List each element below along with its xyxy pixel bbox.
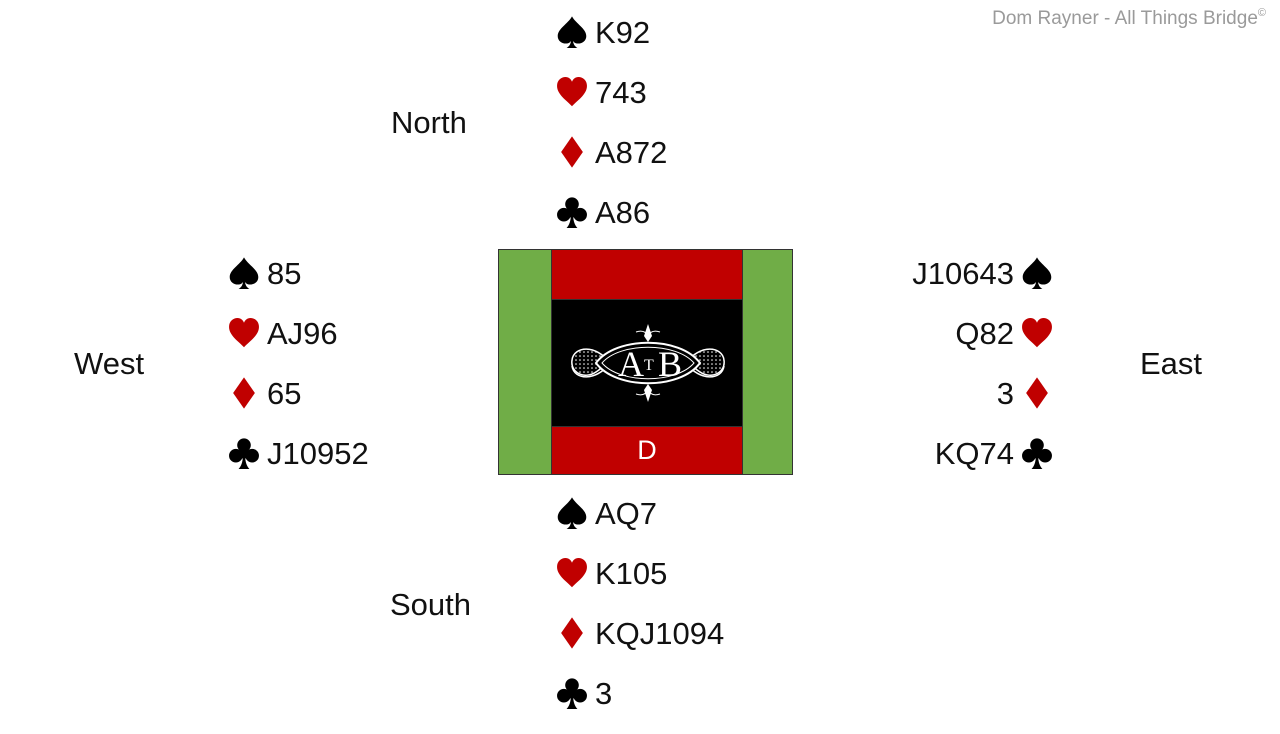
seat-label-south: South xyxy=(390,587,472,622)
diamond-icon xyxy=(1019,375,1055,411)
seat-label-west: West xyxy=(74,346,145,381)
table-logo-panel: A T B xyxy=(552,300,742,426)
suit-row-diamonds: A872 xyxy=(554,132,794,172)
diamond-icon xyxy=(226,375,262,411)
suit-row-spades: J10643 xyxy=(815,253,1055,293)
svg-text:A: A xyxy=(618,344,644,384)
suit-row-clubs: KQ74 xyxy=(815,433,1055,473)
club-icon xyxy=(226,435,262,471)
svg-text:B: B xyxy=(658,344,682,384)
table-band-north xyxy=(552,250,742,300)
seat-label-east: East xyxy=(1140,346,1203,381)
suit-row-hearts: Q82 xyxy=(815,313,1055,353)
suit-row-diamonds: KQJ1094 xyxy=(554,613,794,653)
suit-row-diamonds: 65 xyxy=(226,373,466,413)
heart-icon xyxy=(554,74,590,110)
holding-hearts: K105 xyxy=(595,555,668,591)
holding-diamonds: 3 xyxy=(996,375,1014,411)
spade-icon xyxy=(1019,255,1055,291)
svg-text:T: T xyxy=(644,357,654,374)
spade-icon xyxy=(554,14,590,50)
holding-clubs: J10952 xyxy=(267,435,369,471)
club-icon xyxy=(554,675,590,711)
holding-clubs: KQ74 xyxy=(934,435,1014,471)
suit-row-spades: 85 xyxy=(226,253,466,293)
diamond-icon xyxy=(554,134,590,170)
suit-row-clubs: A86 xyxy=(554,192,794,232)
hand-east: J10643 Q82 3 KQ74 xyxy=(815,253,1055,494)
holding-diamonds: 65 xyxy=(267,375,302,411)
suit-row-hearts: K105 xyxy=(554,553,794,593)
hand-north: K92 743 A872 A86 xyxy=(554,12,794,253)
spade-icon xyxy=(554,495,590,531)
holding-clubs: A86 xyxy=(595,194,651,230)
credit-text: Dom Rayner - All Things Bridge xyxy=(992,8,1258,29)
holding-spades: 85 xyxy=(267,255,302,291)
suit-row-clubs: 3 xyxy=(554,673,794,713)
copyright-symbol: © xyxy=(1257,7,1266,19)
heart-icon xyxy=(1019,315,1055,351)
holding-diamonds: KQJ1094 xyxy=(595,615,725,651)
holding-spades: AQ7 xyxy=(595,495,658,531)
table-band-south: D xyxy=(552,426,742,474)
diamond-icon xyxy=(554,615,590,651)
holding-spades: K92 xyxy=(595,14,651,50)
suit-row-hearts: AJ96 xyxy=(226,313,466,353)
spade-icon xyxy=(226,255,262,291)
bridge-table: A T B D xyxy=(498,249,793,475)
suit-row-diamonds: 3 xyxy=(815,373,1055,413)
holding-hearts: Q82 xyxy=(955,315,1014,351)
hand-west: 85 AJ96 65 J10952 xyxy=(226,253,466,494)
holding-diamonds: A872 xyxy=(595,134,668,170)
heart-icon xyxy=(226,315,262,351)
club-icon xyxy=(554,194,590,230)
holding-hearts: 743 xyxy=(595,74,647,110)
hand-south: AQ7 K105 KQJ1094 3 xyxy=(554,493,794,734)
suit-row-hearts: 743 xyxy=(554,72,794,112)
seat-label-north: North xyxy=(391,105,467,140)
holding-clubs: 3 xyxy=(595,675,613,711)
table-center: A T B D xyxy=(551,250,743,474)
club-icon xyxy=(1019,435,1055,471)
holding-spades: J10643 xyxy=(912,255,1014,291)
suit-row-clubs: J10952 xyxy=(226,433,466,473)
atb-logo-icon: A T B xyxy=(571,324,725,402)
holding-hearts: AJ96 xyxy=(267,315,338,351)
heart-icon xyxy=(554,555,590,591)
credit-line: Dom Rayner - All Things Bridge© xyxy=(992,7,1266,30)
dealer-marker: D xyxy=(637,435,657,465)
suit-row-spades: AQ7 xyxy=(554,493,794,533)
suit-row-spades: K92 xyxy=(554,12,794,52)
